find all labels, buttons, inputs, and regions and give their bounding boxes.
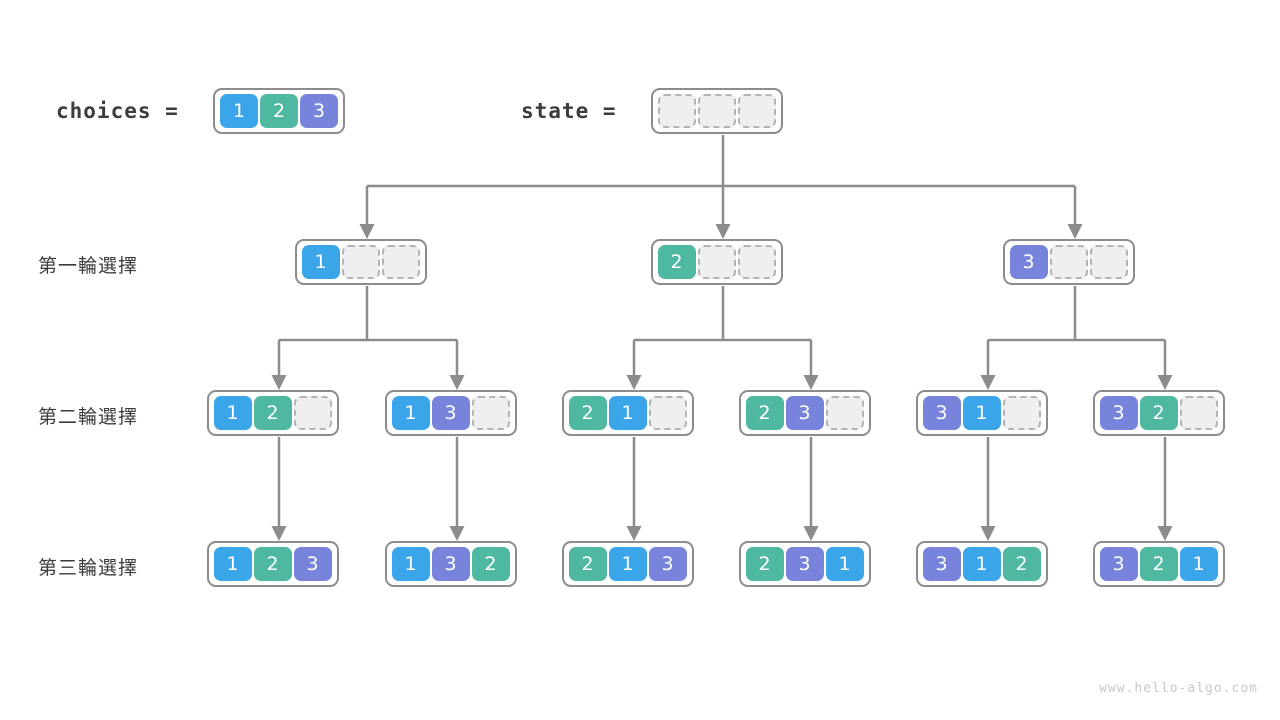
round-2-node-6-cell-1: 2	[1139, 396, 1178, 430]
round-1-node-1-cell-2	[381, 245, 420, 279]
round-1-node-2-cell-2	[737, 245, 776, 279]
round-2-node-4-cell-2	[825, 396, 864, 430]
round-2-node-5-cell-1: 1	[962, 396, 1001, 430]
round-3-node-2-cell-1: 3	[431, 547, 470, 581]
choices-cell-2: 3	[300, 94, 338, 128]
round-2-node-2-cell-0: 1	[391, 396, 430, 430]
round-2-node-5-cell-0: 3	[922, 396, 961, 430]
row-label-round-1: 第一輪選擇	[38, 255, 139, 277]
row-label-round-3: 第三輪選擇	[38, 557, 139, 579]
round-2-node-3-cell-2	[648, 396, 687, 430]
round-2-node-3-cell-1: 1	[608, 396, 647, 430]
state-array	[651, 88, 783, 134]
state-cell-1	[698, 94, 736, 128]
round-3-node-6-cell-1: 2	[1139, 547, 1178, 581]
round-1-node-2: 2	[650, 239, 783, 285]
round-3-node-3-cell-1: 1	[608, 547, 647, 581]
round-1-node-2-cell-0: 2	[657, 245, 696, 279]
round-1-node-1: 1	[294, 239, 427, 285]
round-3-node-1-cell-0: 1	[213, 547, 252, 581]
round-2-node-6-cell-2	[1179, 396, 1218, 430]
round-1-node-3-cell-2	[1089, 245, 1128, 279]
round-2-node-1-cell-2	[293, 396, 332, 430]
state-label: state =	[521, 99, 617, 123]
round-2-node-5-cell-2	[1002, 396, 1041, 430]
choices-cell-0: 1	[220, 94, 258, 128]
round-3-node-1-cell-2: 3	[293, 547, 332, 581]
round-3-node-4-cell-0: 2	[745, 547, 784, 581]
round-1-node-3-cell-1	[1049, 245, 1088, 279]
round-3-node-4-cell-1: 3	[785, 547, 824, 581]
round-3-node-6-cell-0: 3	[1099, 547, 1138, 581]
state-cell-0	[658, 94, 696, 128]
round-3-node-5-cell-1: 1	[962, 547, 1001, 581]
state-cell-2	[738, 94, 776, 128]
round-2-node-4-cell-0: 2	[745, 396, 784, 430]
round-2-node-1-cell-1: 2	[253, 396, 292, 430]
round-2-node-6-cell-0: 3	[1099, 396, 1138, 430]
round-2-node-4-cell-1: 3	[785, 396, 824, 430]
round-3-node-4-cell-2: 1	[825, 547, 864, 581]
round-3-node-3-cell-0: 2	[568, 547, 607, 581]
round-1-node-3: 3	[1002, 239, 1135, 285]
round-3-node-6-cell-2: 1	[1179, 547, 1218, 581]
round-2-node-2-cell-1: 3	[431, 396, 470, 430]
round-3-node-1-cell-1: 2	[253, 547, 292, 581]
round-3-node-5-cell-0: 3	[922, 547, 961, 581]
choices-label: choices =	[56, 99, 179, 123]
round-1-node-1-cell-0: 1	[301, 245, 340, 279]
round-1-node-2-cell-1	[697, 245, 736, 279]
round-3-node-2-cell-2: 2	[471, 547, 510, 581]
round-3-node-3-cell-2: 3	[648, 547, 687, 581]
watermark: www.hello-algo.com	[1099, 681, 1258, 696]
round-3-node-5-cell-2: 2	[1002, 547, 1041, 581]
round-3-node-2-cell-0: 1	[391, 547, 430, 581]
row-label-round-2: 第二輪選擇	[38, 406, 139, 428]
round-1-node-1-cell-1	[341, 245, 380, 279]
round-2-node-2-cell-2	[471, 396, 510, 430]
choices-cell-1: 2	[260, 94, 298, 128]
round-1-node-3-cell-0: 3	[1009, 245, 1048, 279]
round-2-node-3-cell-0: 2	[568, 396, 607, 430]
round-2-node-1-cell-0: 1	[213, 396, 252, 430]
